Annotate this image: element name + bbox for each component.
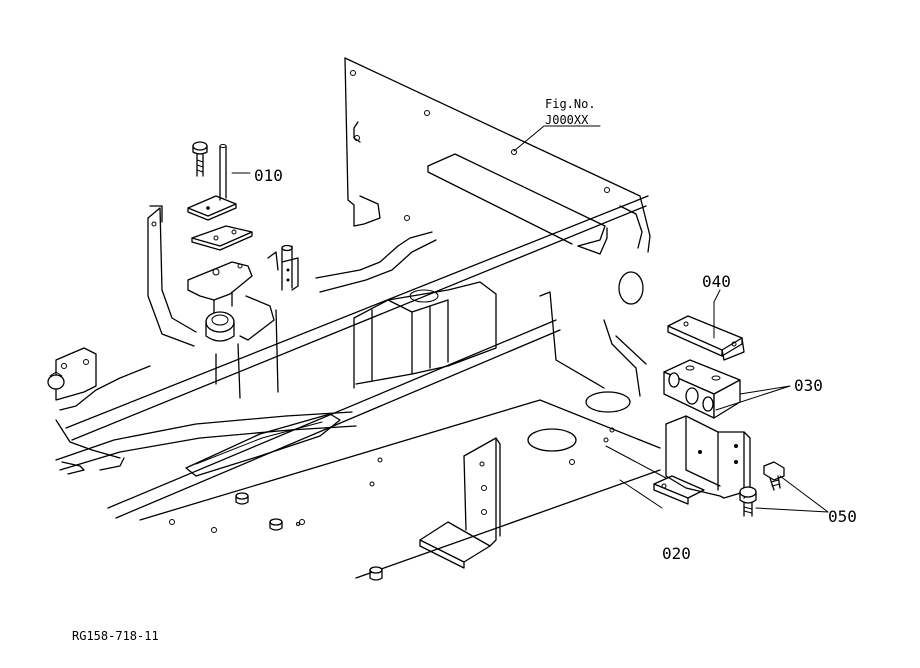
bolt-icon [739, 486, 757, 517]
stud [235, 492, 249, 505]
callout-050: 050 [828, 507, 857, 526]
part-030-clamp-block [663, 359, 741, 419]
part-010-assembly [187, 141, 299, 342]
part-040-plate [667, 315, 745, 361]
rear-panel [315, 57, 651, 293]
callout-leaders [231, 125, 829, 513]
main-frame [47, 195, 661, 581]
callout-040: 040 [702, 272, 731, 291]
drawing-code: RG158-718-11 [72, 629, 159, 643]
bolt-icon [763, 461, 785, 491]
foot-bracket [419, 437, 501, 569]
callout-020: 020 [662, 544, 691, 563]
bolt-icon [192, 141, 208, 177]
callout-010: 010 [254, 166, 283, 185]
figure-ref-line2: J000XX [545, 113, 589, 127]
stud [269, 518, 283, 531]
stud [369, 566, 383, 581]
part-050-bolts [739, 461, 785, 517]
figure-ref-line1: Fig.No. [545, 97, 596, 111]
callout-030: 030 [794, 376, 823, 395]
part-020-bracket [605, 415, 751, 505]
